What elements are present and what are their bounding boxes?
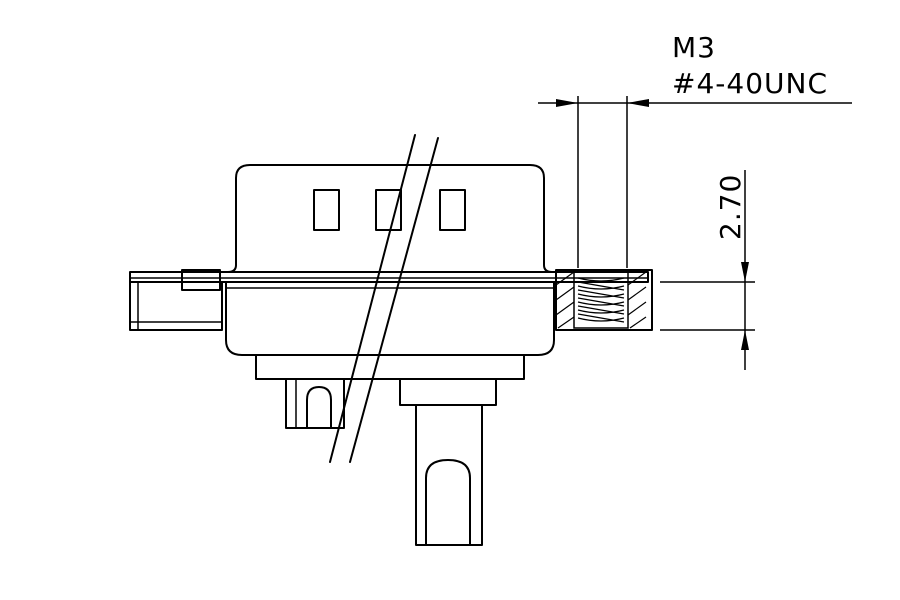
pin-collar xyxy=(399,378,497,406)
thread-metric-label: M3 xyxy=(672,31,716,64)
flange-tab-left xyxy=(129,281,223,331)
break-line-1 xyxy=(329,134,416,463)
pin-tail xyxy=(415,404,483,546)
board-lock-left-pin xyxy=(306,386,332,429)
arrow-right xyxy=(627,99,649,107)
break-line-2 xyxy=(349,137,439,463)
shell-corner-left xyxy=(227,264,237,273)
thread-imperial-label: #4-40UNC xyxy=(672,67,828,100)
flange-clip xyxy=(181,269,221,291)
connector-shell-top xyxy=(235,164,553,273)
contact-window-3 xyxy=(439,189,466,231)
contact-window-1 xyxy=(313,189,340,231)
board-lock-left xyxy=(285,378,345,429)
contact-window-2 xyxy=(375,189,402,231)
thread-hatching xyxy=(555,271,647,329)
dimension-label: 2.70 xyxy=(714,174,747,240)
arrow-down xyxy=(741,262,749,282)
arrow-up xyxy=(741,330,749,350)
arrow-left xyxy=(556,99,578,107)
pin-tail-hook xyxy=(425,459,471,546)
insulator-block xyxy=(255,354,525,380)
flange-plate xyxy=(129,271,649,283)
